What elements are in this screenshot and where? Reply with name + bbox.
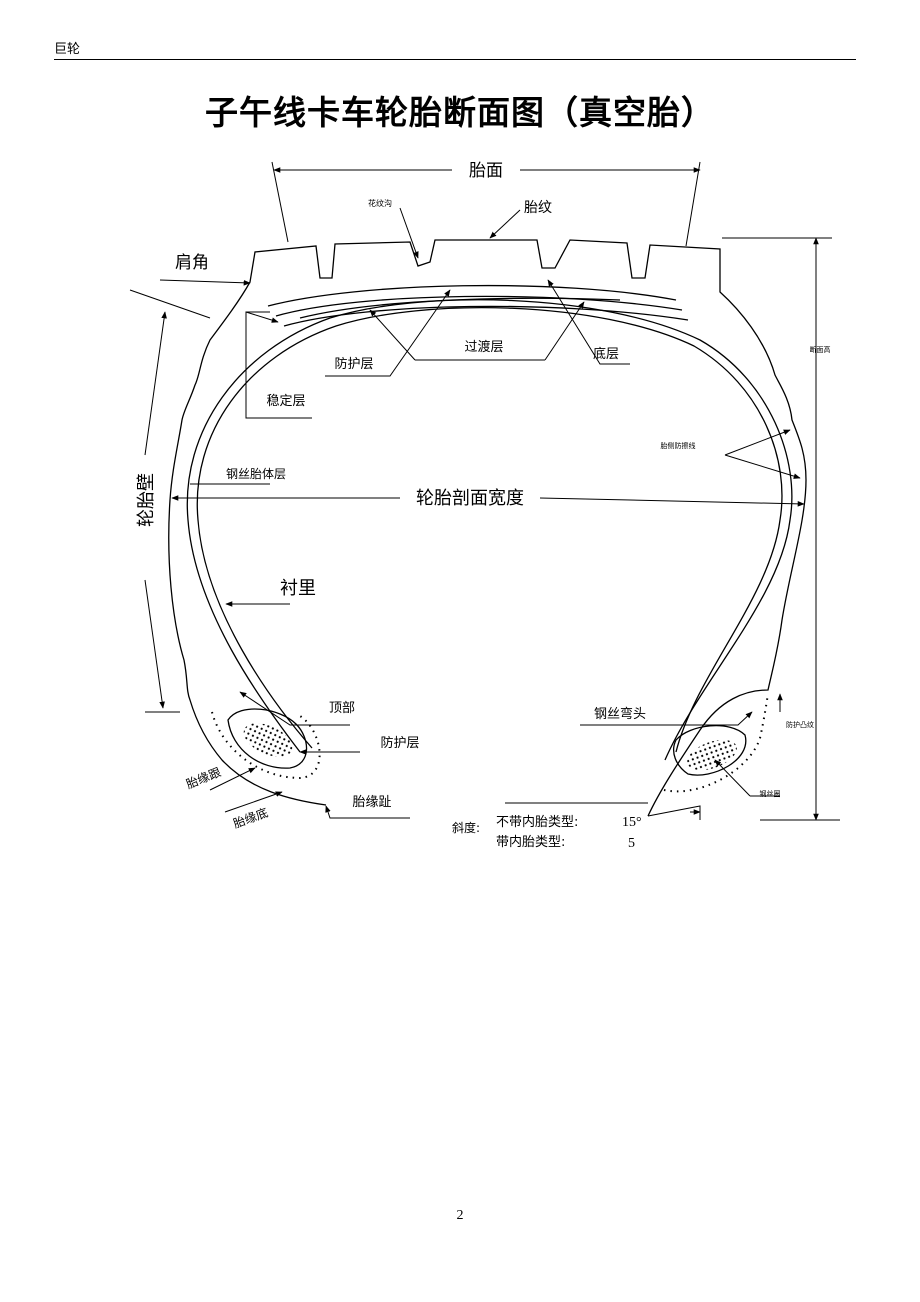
sidewall-dim-bottom	[144, 579, 165, 709]
carcass-ply-line	[196, 307, 783, 753]
label-base-layer: 底层	[593, 346, 619, 362]
label-steel-carcass: 钢丝胎体层	[226, 467, 286, 481]
label-apex: 顶部	[329, 701, 355, 716]
label-tube-type: 带内胎类型:	[496, 834, 565, 850]
label-bead-ring: 钢丝圈	[760, 789, 781, 798]
label-bead-base: 胎缘底	[231, 805, 270, 831]
label-bead-protective-layer: 防护层	[380, 735, 419, 751]
left-bead-outline	[227, 708, 308, 769]
header-divider	[54, 59, 856, 60]
label-transition-layer: 过渡层	[464, 339, 503, 355]
label-stabilizer-layer: 稳定层	[266, 393, 305, 409]
right-bead-outline	[673, 725, 747, 776]
left-chafer-dots	[211, 711, 321, 780]
label-section-height: 断面高	[810, 345, 831, 354]
inner-liner-line	[186, 299, 793, 761]
label-taper: 斜度:	[452, 820, 480, 835]
left-bead-wire	[243, 723, 293, 757]
sidewall-dim-top	[144, 311, 167, 456]
right-bead-wire	[687, 739, 737, 771]
tire-outer-profile	[168, 239, 807, 817]
value-tubeless: 15°	[622, 815, 642, 830]
page-header: 巨轮	[54, 42, 81, 57]
label-bead-toe: 胎缘趾	[352, 795, 391, 810]
belt-layer-3	[283, 305, 689, 327]
belt-layer-1	[267, 284, 677, 307]
label-protective-layer: 防护层	[334, 356, 373, 372]
label-steel-turnup: 钢丝弯头	[594, 706, 646, 722]
label-tubeless-type: 不带内胎类型:	[496, 814, 578, 830]
label-inner-liner: 衬里	[280, 578, 316, 599]
page-title: 子午线卡车轮胎断面图（真空胎）	[205, 93, 715, 132]
label-shoulder: 肩角	[175, 253, 209, 273]
label-section-width: 轮胎剖面宽度	[416, 488, 524, 509]
label-tread: 胎面	[469, 161, 503, 181]
section-width-right	[539, 497, 805, 507]
value-tube: 5	[628, 836, 635, 851]
label-sidewall-rub-line: 胎侧防擦线	[661, 441, 696, 450]
label-tread-pattern: 胎纹	[524, 200, 552, 216]
belt-layer-4	[299, 297, 621, 319]
label-sidewall: 轮胎壁	[136, 473, 157, 527]
label-protective-rib: 防护凸纹	[786, 720, 814, 729]
label-bead-heel: 胎缘跟	[184, 765, 223, 791]
label-groove: 花纹沟	[368, 198, 392, 208]
page-number: 2	[456, 1208, 464, 1223]
belt-layer-2	[275, 295, 683, 317]
